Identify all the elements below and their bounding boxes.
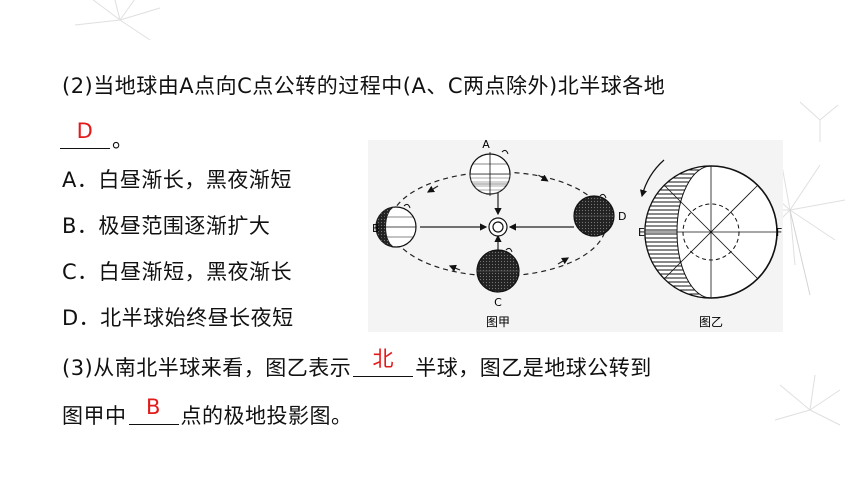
earth-b-icon <box>375 203 417 248</box>
figure-svg: A B D <box>372 138 782 329</box>
point-b-label: B <box>372 222 380 235</box>
question-3-part2-before: 图甲中 <box>62 404 127 428</box>
earth-c-icon <box>476 247 520 293</box>
option-c: C．白昼渐短，黑夜渐长 <box>62 260 293 284</box>
answer-3b-text: B <box>146 395 161 419</box>
point-a-label: A <box>482 140 490 151</box>
question-3-part1-before: (3)从南北半球来看，图乙表示 <box>62 356 352 380</box>
figure-jia-caption: 图甲 <box>486 315 510 329</box>
question-2-stem: (2)当地球由A点向C点公转的过程中(A、C两点除外)北半球各地 <box>62 74 666 98</box>
answer-3a-text: 北 <box>372 347 394 371</box>
question-2-answer-line: D 。 <box>58 119 134 154</box>
question-3-line-2: 图甲中 B 点的极地投影图。 <box>62 395 353 430</box>
option-d: D．北半球始终昼长夜短 <box>62 306 294 330</box>
point-d-label: D <box>618 210 626 223</box>
earth-revolution-figure: A B D <box>368 138 783 332</box>
answer-blank-3a[interactable]: 北 <box>353 347 414 377</box>
point-f-label: F <box>776 226 782 239</box>
orbit-diagram: A B D <box>372 138 626 329</box>
sun-icon <box>488 217 508 237</box>
answer-2-text: D <box>76 119 94 143</box>
earth-d-icon <box>573 193 615 237</box>
answer-blank-2[interactable]: D <box>60 119 110 149</box>
answer-2-punct: 。 <box>112 128 134 152</box>
question-3-part2-after: 点的极地投影图。 <box>180 404 353 428</box>
option-b: B．极昼范围逐渐扩大 <box>62 214 271 238</box>
earth-a-icon <box>469 149 511 196</box>
question-3-line-1: (3)从南北半球来看，图乙表示北半球，图乙是地球公转到 <box>62 347 652 382</box>
polar-projection-diagram: E F 图乙 <box>638 159 782 329</box>
point-e-label: E <box>638 226 645 239</box>
option-a: A．白昼渐长，黑夜渐短 <box>62 168 292 192</box>
answer-blank-3b[interactable]: B <box>128 395 179 425</box>
question-3-part1-after: 半球，图乙是地球公转到 <box>415 356 652 380</box>
figure-yi-caption: 图乙 <box>699 315 723 329</box>
point-c-label: C <box>494 296 502 309</box>
